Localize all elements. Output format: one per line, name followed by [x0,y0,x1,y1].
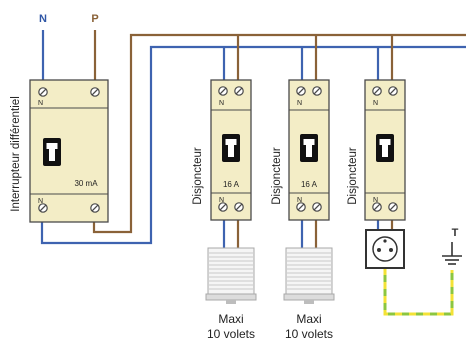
screw-terminal-icon [372,202,382,212]
screw-terminal-icon [296,86,306,96]
screw-terminal-icon [234,86,244,96]
main-top-n-label: N [38,100,43,107]
circuit-breaker-3: N N [364,79,406,221]
screw-terminal-icon [90,203,100,213]
supply-wires [41,30,97,80]
breaker-2-rating: 16 A [301,180,318,189]
roller-shutter-icon [205,247,257,305]
breaker-1-top-n-label: N [219,100,224,107]
screw-terminal-icon [312,86,322,96]
toggle-lever-icon [43,138,61,166]
roller-shutter-icon [283,247,335,305]
earth-terminal-label: T [452,227,459,239]
breaker-1-rating: 16 A [223,180,240,189]
screw-terminal-icon [312,202,322,212]
screw-terminal-icon [38,87,48,97]
load-2-line-1: Maxi [296,312,321,326]
breaker-feed-wires [222,35,394,80]
phase-terminal-label: P [91,13,98,25]
screw-terminal-icon [218,86,228,96]
screw-terminal-icon [234,202,244,212]
breaker-2-bottom-n-label: N [297,197,302,204]
main-device-label: Interrupteur différentiel [10,96,22,212]
circuit-breaker-2: N N 16 A [288,79,330,221]
breaker-3-label: Disjoncteur [347,147,359,205]
screw-terminal-icon [38,203,48,213]
neutral-terminal-label: N [39,13,47,25]
main-outgoing-wires [40,33,466,245]
screw-terminal-icon [90,87,100,97]
screw-terminal-icon [372,86,382,96]
load-2-line-2: 10 volets [285,327,333,341]
breaker-2-top-n-label: N [297,100,302,107]
breaker-3-top-n-label: N [373,100,378,107]
earth-wire [383,268,454,316]
circuit-breaker-1: N N 16 A [210,79,252,221]
toggle-lever-icon [222,134,240,162]
main-bottom-n-label: N [38,198,43,205]
power-socket-icon [365,229,405,269]
screw-terminal-icon [296,202,306,212]
screw-terminal-icon [388,202,398,212]
toggle-lever-icon [300,134,318,162]
differential-switch: N N 30 mA [29,79,109,223]
toggle-lever-icon [376,134,394,162]
breaker-1-bottom-n-label: N [219,197,224,204]
load-wires [222,220,394,248]
main-device-rating: 30 mA [74,179,98,188]
screw-terminal-icon [218,202,228,212]
neutral-outgoing-wire [40,45,466,245]
breaker-2-label: Disjoncteur [271,147,283,205]
screw-terminal-icon [388,86,398,96]
load-1-line-2: 10 volets [207,327,255,341]
load-1-line-1: Maxi [218,312,243,326]
breaker-3-bottom-n-label: N [373,197,378,204]
earth-ground-icon [442,242,462,265]
phase-outgoing-wire [92,33,466,234]
breaker-1-label: Disjoncteur [192,147,204,205]
